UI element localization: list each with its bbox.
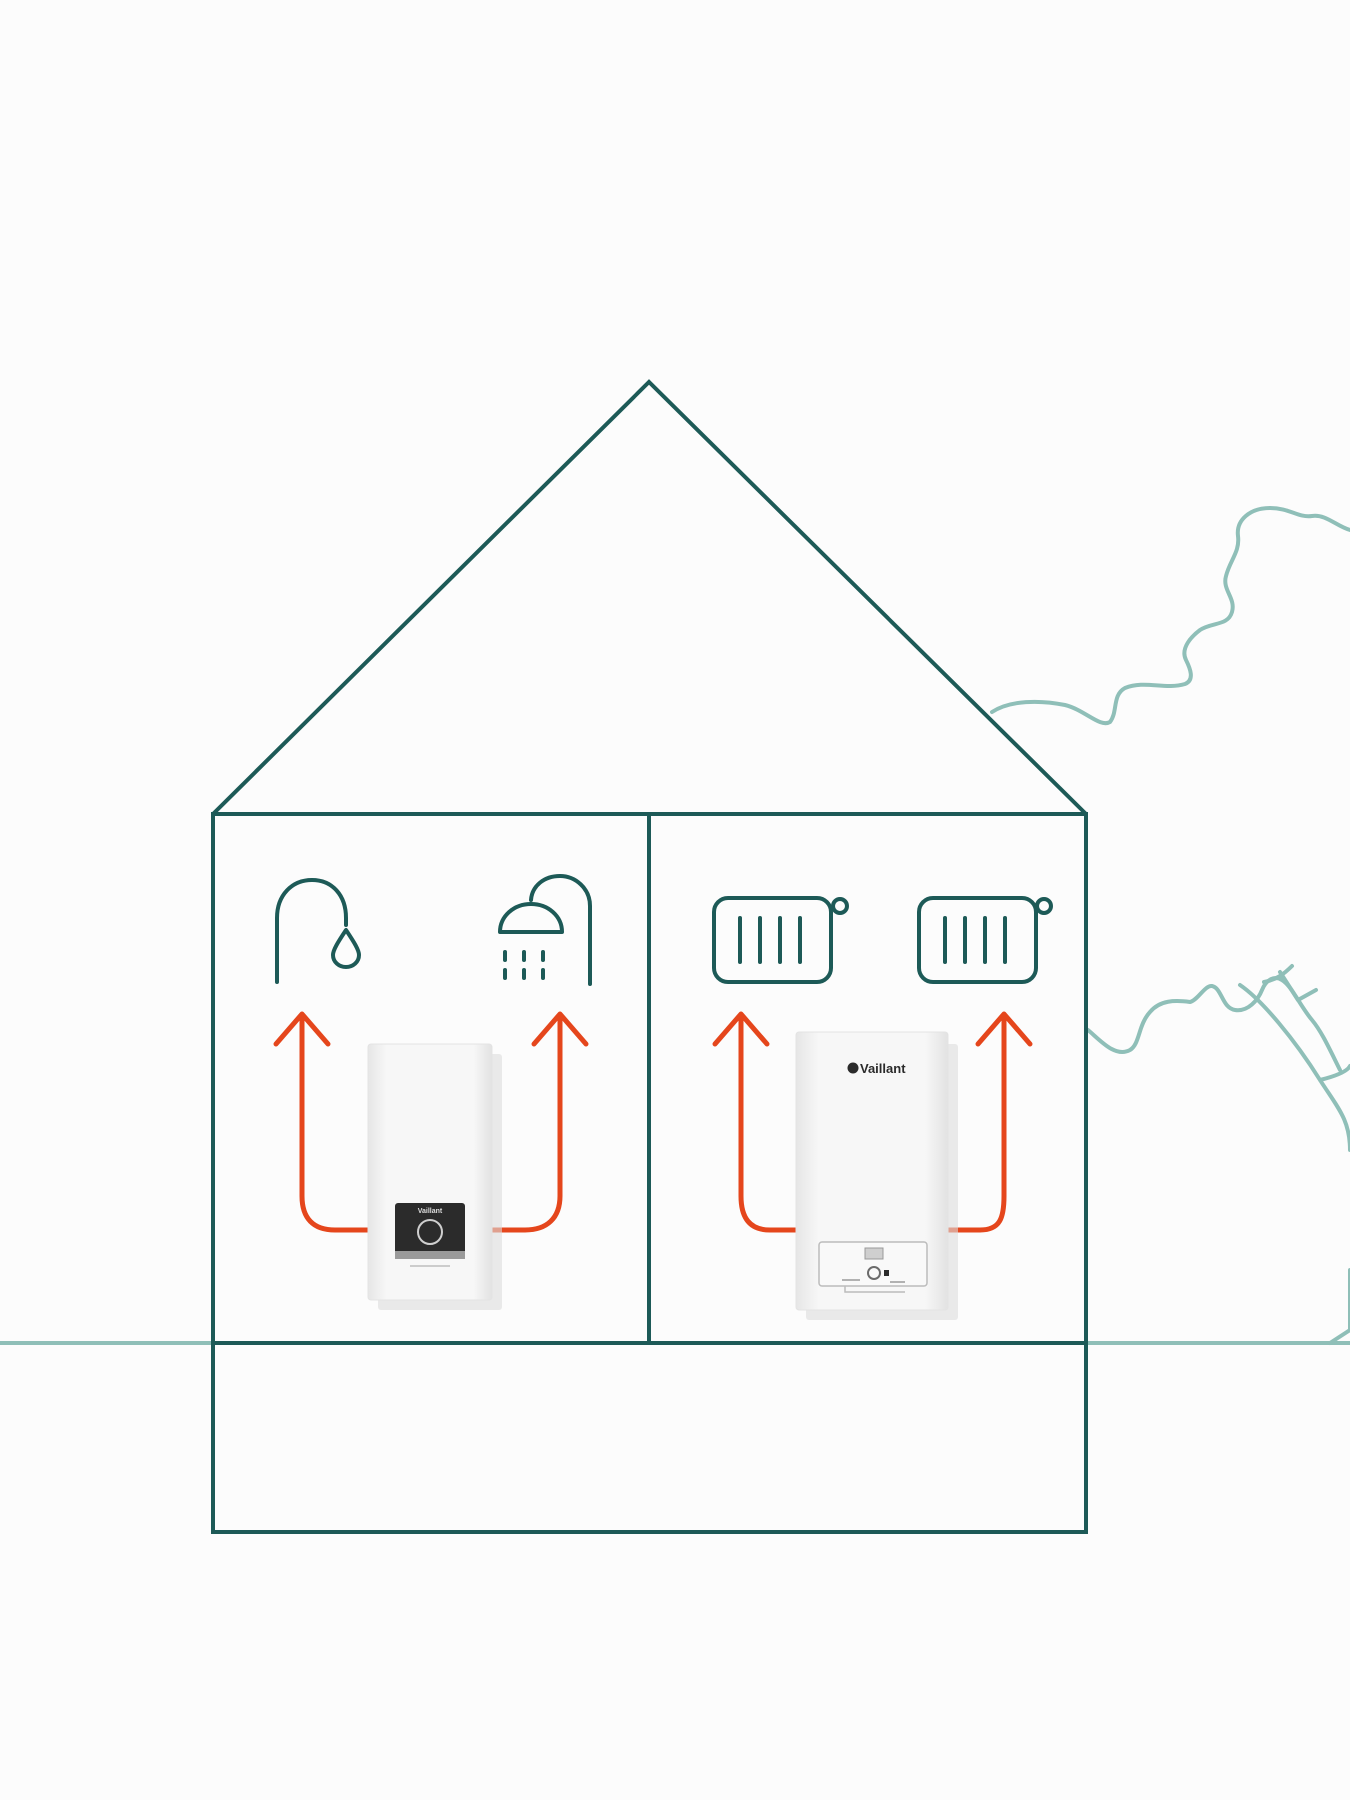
arrow-up-icon: [487, 1011, 589, 1233]
boiler-brand: Vaillant: [860, 1061, 906, 1076]
boiler-body: [795, 1031, 949, 1311]
boiler-control-panel: [818, 1241, 928, 1287]
boiler-display: [864, 1247, 884, 1260]
landscape: [0, 506, 1350, 1345]
tree-trunk: [1328, 1268, 1350, 1345]
arrow-up-icon: [273, 1011, 371, 1233]
tree-outline-upper: [990, 506, 1350, 726]
water-heater-body: [367, 1043, 493, 1301]
house: [211, 379, 1088, 1534]
tap-with-water-drop-icon: [275, 878, 361, 984]
boiler-dial: [867, 1266, 881, 1280]
water-heater-brand: Vaillant: [418, 1208, 443, 1215]
electric-boiler: Vaillant: [795, 1031, 958, 1320]
right-room-icons: [712, 896, 1053, 984]
radiator-icon: [712, 896, 849, 984]
water-heater-dial: [417, 1219, 443, 1245]
water-heater-display-panel: [395, 1203, 465, 1259]
shower-icon: [498, 874, 592, 986]
arrow-up-icon: [712, 1011, 803, 1233]
radiator-icon: [917, 896, 1053, 984]
house-roof: [211, 379, 1088, 816]
electric-water-heater: Vaillant: [367, 1043, 502, 1310]
flow-arrows: [273, 1011, 1033, 1233]
arrow-up-icon: [945, 1011, 1033, 1233]
left-room-icons: [275, 874, 592, 986]
tree-branch: [1238, 964, 1350, 1152]
boiler-logo-icon: [847, 1062, 859, 1074]
